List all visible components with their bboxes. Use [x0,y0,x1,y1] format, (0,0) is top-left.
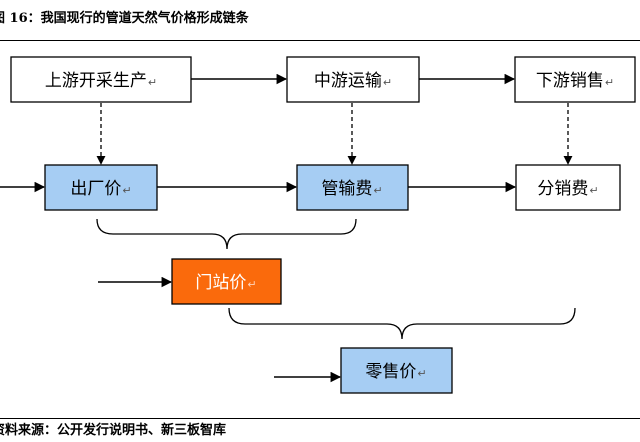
box-downstream-label: 下游销售 [536,71,604,91]
box-retail-price-label: 零售价 [365,362,416,382]
paragraph-mark-icon: ↵ [122,184,131,197]
svg-text:出厂价↵: 出厂价↵ [70,179,131,199]
box-distribution-fee: 分销费↵ [515,164,621,211]
paragraph-mark-icon: ↵ [373,184,382,197]
box-factory-price-label: 出厂价 [70,179,121,199]
box-distribution-fee-label: 分销费 [537,179,588,199]
svg-text:管输费↵: 管输费↵ [321,179,382,199]
paragraph-mark-icon: ↵ [383,76,392,89]
svg-text:上游开采生产↵: 上游开采生产↵ [45,71,157,91]
source-divider [0,418,640,419]
paragraph-mark-icon: ↵ [247,278,256,291]
paragraph-mark-icon: ↵ [589,184,598,197]
box-midstream: 中游运输↵ [286,56,420,103]
paragraph-mark-icon: ↵ [148,76,157,89]
svg-text:中游运输↵: 中游运输↵ [314,71,392,91]
box-midstream-label: 中游运输 [314,71,382,91]
brace-citygate-distribution [228,307,576,340]
box-retail-price: 零售价↵ [340,347,453,394]
box-upstream-label: 上游开采生产 [45,71,147,91]
box-downstream: 下游销售↵ [514,56,636,103]
paragraph-mark-icon: ↵ [417,367,426,380]
brace-factory-pipeline [96,218,357,250]
svg-text:分销费↵: 分销费↵ [537,179,598,199]
box-citygate-price: 门站价↵ [171,258,282,305]
figure-source: 资料来源：公开发行说明书、新三板智库 [0,423,227,438]
svg-text:下游销售↵: 下游销售↵ [536,71,614,91]
figure-caption: 图 16：我国现行的管道天然气价格形成链条 [0,11,249,26]
box-pipeline-fee: 管输费↵ [296,164,409,211]
box-citygate-price-label: 门站价 [195,273,246,293]
caption-divider [0,40,640,41]
box-factory-price: 出厂价↵ [44,164,158,211]
paragraph-mark-icon: ↵ [605,76,614,89]
svg-text:门站价↵: 门站价↵ [195,273,256,293]
box-pipeline-fee-label: 管输费 [321,179,372,199]
box-upstream: 上游开采生产↵ [10,56,192,103]
svg-text:零售价↵: 零售价↵ [365,362,426,382]
